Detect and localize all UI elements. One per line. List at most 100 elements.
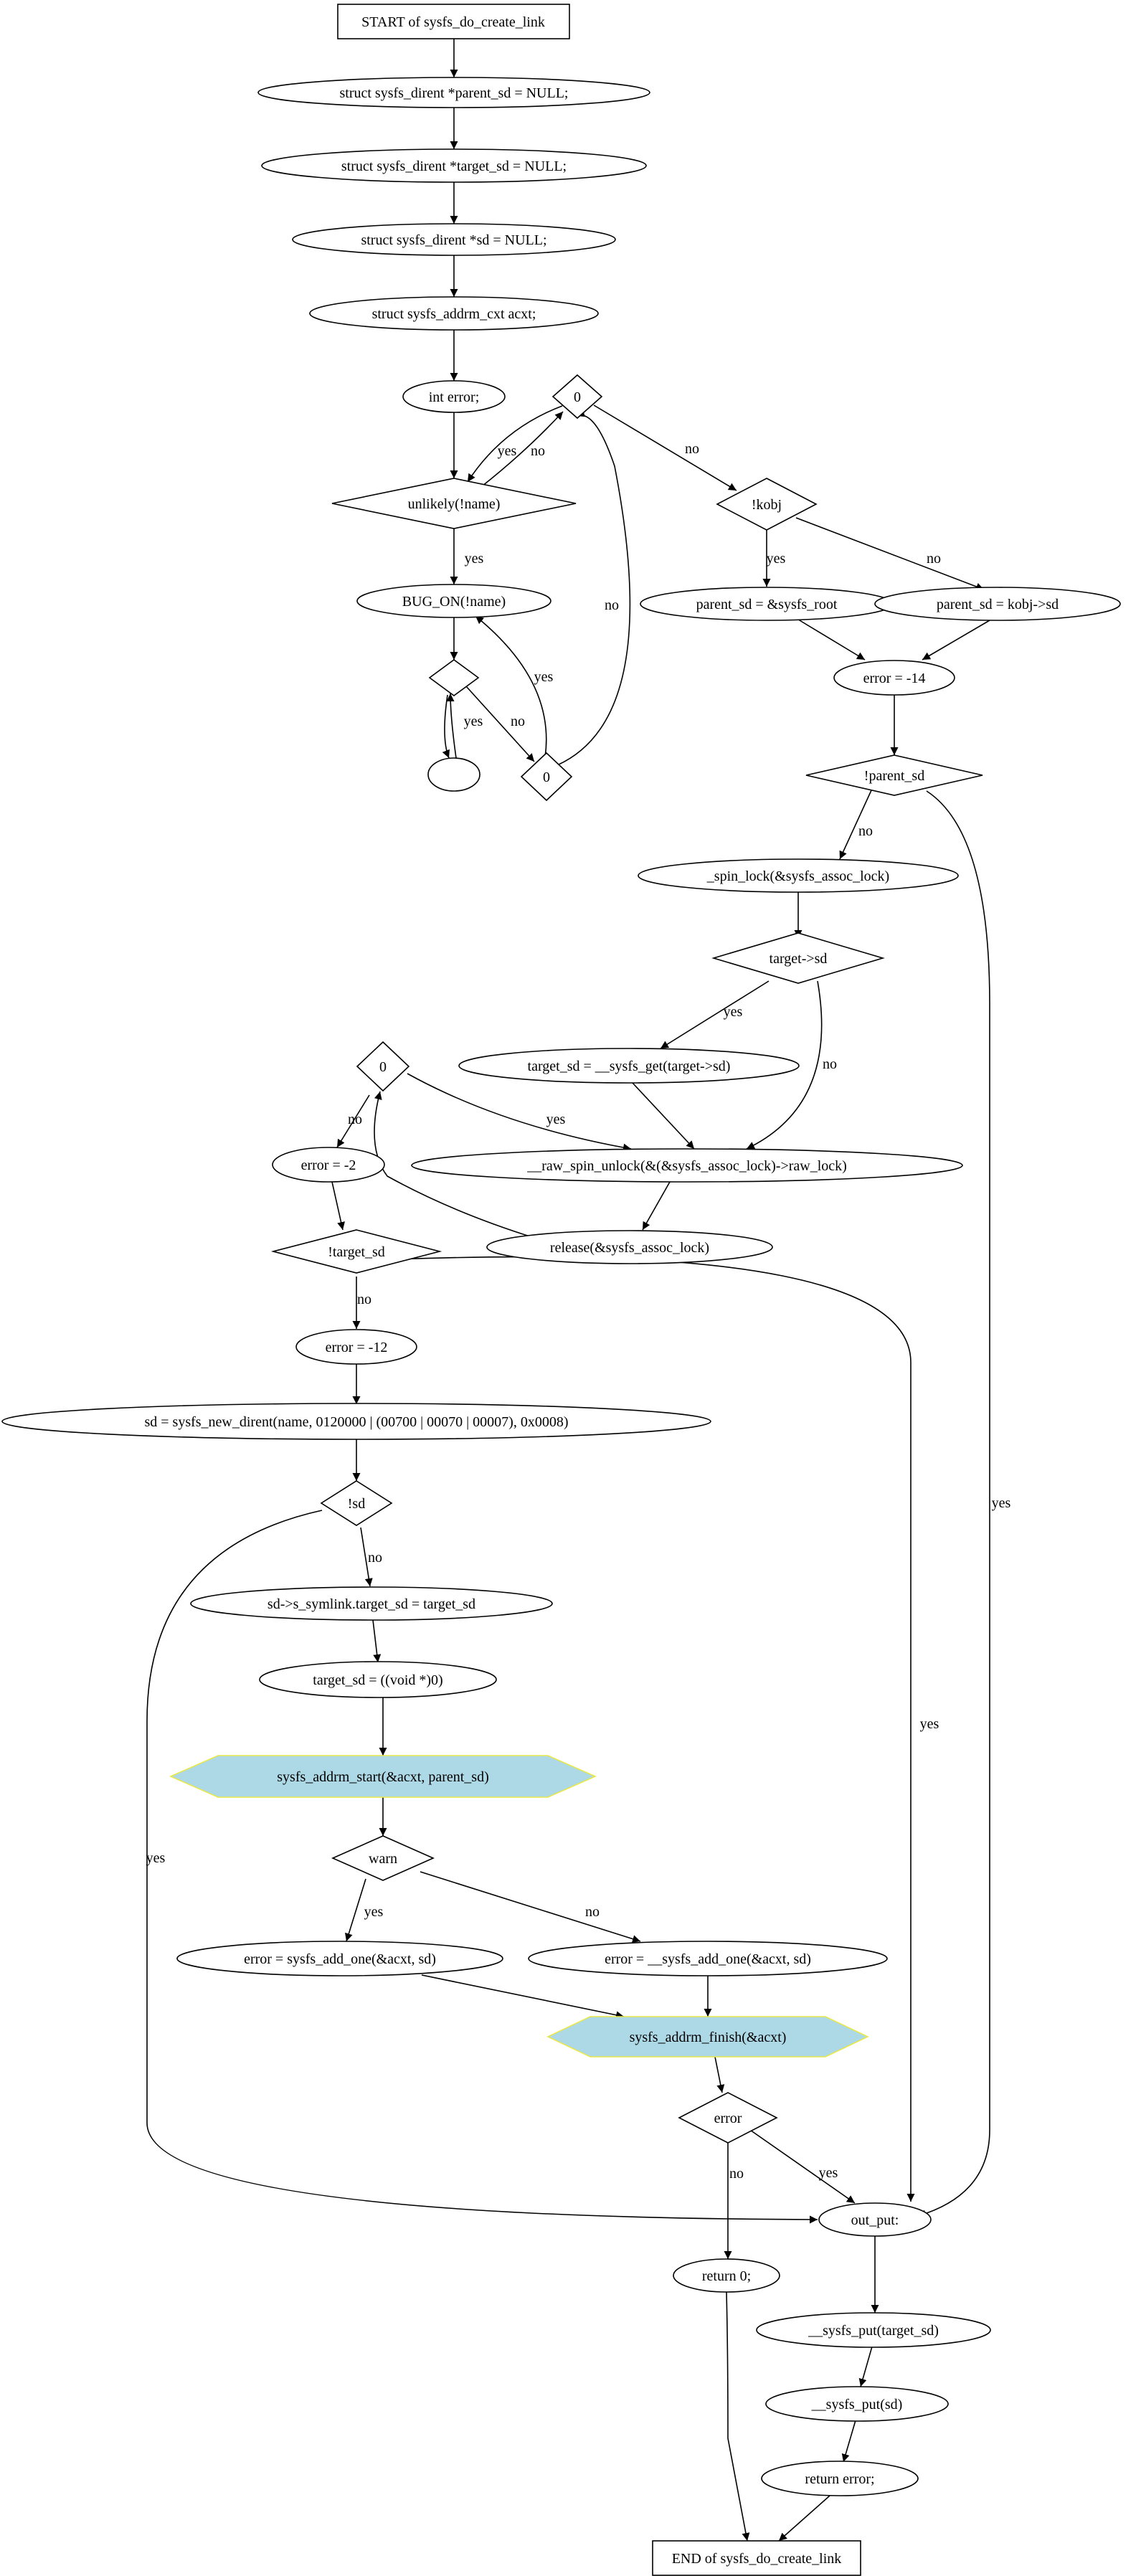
decl-target-node: struct sysfs_dirent *target_sd = NULL; <box>261 148 647 183</box>
cond-error-label: error <box>714 2111 742 2126</box>
edge-zeroB-bugon-yes <box>475 615 547 758</box>
edge-label-yes: yes <box>465 551 484 567</box>
edge-label-yes: yes <box>546 1112 566 1127</box>
edge-returnerror-end <box>778 2495 830 2542</box>
new-dirent-label: sd = sysfs_new_dirent(name, 0120000 | (0… <box>144 1414 568 1430</box>
edge-zeroA-kobj-no <box>593 404 737 491</box>
addrm-finish-hexagon: sysfs_addrm_finish(&acxt) <box>546 2016 869 2058</box>
edge-unlock-release <box>642 1181 671 1231</box>
edge-label-no: no <box>348 1112 362 1127</box>
edge-label-no: no <box>368 1550 382 1566</box>
edge-target-output-yes <box>396 1256 915 2202</box>
edge-warn-addone-yes <box>345 1878 366 1942</box>
edge-label-no: no <box>357 1292 371 1307</box>
return-error-node: return error; <box>761 2461 919 2496</box>
cond-sd-diamond: !sd <box>320 1480 393 1526</box>
raw-unlock-label: __raw_spin_unlock(&(&sysfs_assoc_lock)->… <box>526 1158 847 1174</box>
edge-cond-oval-yes <box>442 694 450 759</box>
edge-label-yes: yes <box>498 443 517 459</box>
edge-targetsd-unlock-no <box>746 980 823 1150</box>
error-12-node: error = -12 <box>295 1329 417 1365</box>
cond-unlikely-label: unlikely(!name) <box>408 496 501 512</box>
edge-label-no: no <box>531 443 545 459</box>
edge-parent-spinlock-no <box>839 790 872 860</box>
addrm-finish-label: sysfs_addrm_finish(&acxt) <box>630 2030 787 2045</box>
edges <box>146 39 990 2542</box>
put-sd-label: __sysfs_put(sd) <box>811 2397 903 2412</box>
out-put-label: out_put: <box>851 2212 899 2228</box>
edge-targetsd-get-yes <box>660 980 770 1049</box>
decl-error-label: int error; <box>429 389 480 405</box>
spin-lock-label: _spin_lock(&sysfs_assoc_lock) <box>706 868 889 884</box>
decl-acxt-node: struct sysfs_addrm_cxt acxt; <box>309 296 599 331</box>
edge-get-unlock <box>632 1082 695 1150</box>
edge-label-yes: yes <box>534 669 554 685</box>
return-error-label: return error; <box>805 2471 874 2487</box>
edge-sd-symlink-no <box>360 1527 373 1587</box>
add-one-raw-node: error = __sysfs_add_one(&acxt, sd) <box>528 1941 888 1976</box>
edge-sd-output-yes <box>146 1510 818 2224</box>
release-label: release(&sysfs_assoc_lock) <box>550 1240 709 1256</box>
edge-label-no: no <box>585 1904 600 1920</box>
return-zero-label: return 0; <box>702 2268 751 2284</box>
put-target-label: __sysfs_put(target_sd) <box>808 2323 939 2339</box>
edge-root-error14 <box>795 617 866 660</box>
error-2-label: error = -2 <box>301 1157 356 1173</box>
edge-zeroC-error2-no <box>336 1094 370 1148</box>
edge-warn-addoneraw-no <box>420 1871 641 1943</box>
edge-label-yes: yes <box>920 1716 939 1732</box>
edge-kobj-kobjsd-no <box>795 517 985 591</box>
edge-label-no: no <box>605 597 619 613</box>
edge-label-yes: yes <box>767 551 786 567</box>
cond-zero-b-diamond: 0 <box>520 752 573 802</box>
edge-label-yes: yes <box>992 1495 1011 1511</box>
return-zero-node: return 0; <box>673 2258 780 2293</box>
decl-parent-node: struct sysfs_dirent *parent_sd = NULL; <box>257 77 650 108</box>
edge-unlikely-zeroA-no <box>481 411 564 487</box>
end-label: END of sysfs_do_create_link <box>672 2551 842 2567</box>
put-sd-node: __sysfs_put(sd) <box>765 2386 949 2422</box>
decl-parent-label: struct sysfs_dirent *parent_sd = NULL; <box>339 85 568 101</box>
target-get-label: target_sd = __sysfs_get(target->sd) <box>528 1059 731 1074</box>
decl-sd-node: struct sysfs_dirent *sd = NULL; <box>292 223 616 256</box>
empty-oval-node <box>427 757 480 792</box>
error-14-label: error = -14 <box>863 671 926 686</box>
cond-unlikely-diamond: unlikely(!name) <box>331 478 577 529</box>
addrm-start-hexagon: sysfs_addrm_start(&acxt, parent_sd) <box>169 1755 597 1798</box>
release-node: release(&sysfs_assoc_lock) <box>486 1230 773 1264</box>
edge-addone-finish <box>421 1974 625 2019</box>
cond-target-label: !target_sd <box>328 1244 385 1260</box>
edge-label-no: no <box>823 1056 837 1072</box>
decl-error-node: int error; <box>402 380 506 413</box>
edge-release-zeroC <box>374 1091 535 1239</box>
edge-error-output-yes <box>747 2128 856 2204</box>
target-null-node: target_sd = ((void *)0) <box>259 1661 497 1698</box>
edge-label-yes: yes <box>464 714 483 729</box>
edge-label-no: no <box>729 2166 744 2182</box>
nodes: START of sysfs_do_create_link struct sys… <box>1 4 1121 2576</box>
target-null-label: target_sd = ((void *)0) <box>313 1672 442 1688</box>
cond-target-sd-diamond: target->sd <box>711 932 885 984</box>
add-one-node: error = sysfs_add_one(&acxt, sd) <box>176 1941 503 1976</box>
edge-label-yes: yes <box>819 2165 838 2181</box>
new-dirent-node: sd = sysfs_new_dirent(name, 0120000 | (0… <box>1 1403 711 1440</box>
decl-sd-label: struct sysfs_dirent *sd = NULL; <box>361 232 546 248</box>
addrm-start-label: sysfs_addrm_start(&acxt, parent_sd) <box>277 1769 488 1785</box>
cond-kobj-diamond: !kobj <box>716 478 818 531</box>
out-put-node: out_put: <box>818 2202 932 2237</box>
edge-error2-target <box>331 1181 345 1231</box>
edge-label-no: no <box>927 551 941 567</box>
cond-zero-c-label: 0 <box>379 1059 387 1075</box>
parent-kobj-node: parent_sd = kobj->sd <box>874 587 1121 621</box>
edge-label-yes: yes <box>146 1850 166 1866</box>
edge-putsd-returnerror <box>841 2420 856 2463</box>
edge-zeroB-zeroA-no <box>557 409 631 766</box>
put-target-node: __sysfs_put(target_sd) <box>756 2312 991 2348</box>
edge-return0-end <box>726 2291 750 2542</box>
add-one-label: error = sysfs_add_one(&acxt, sd) <box>244 1951 436 1967</box>
start-box: START of sysfs_do_create_link <box>337 4 570 39</box>
symlink-label: sd->s_symlink.target_sd = target_sd <box>268 1596 475 1612</box>
edge-label-no: no <box>685 441 699 457</box>
add-one-raw-label: error = __sysfs_add_one(&acxt, sd) <box>605 1951 811 1967</box>
